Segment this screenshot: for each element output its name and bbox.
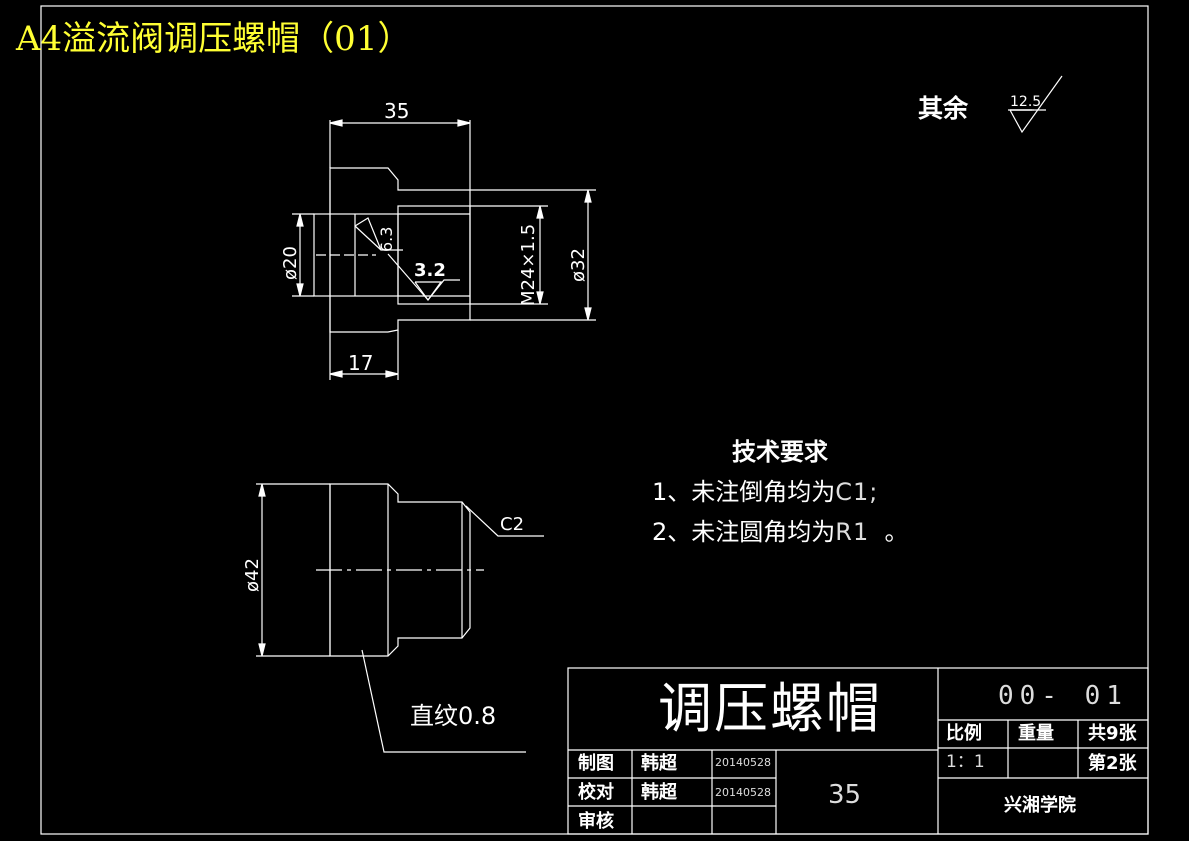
roughness-bore: 6.3	[377, 227, 396, 252]
part-name: 调压螺帽	[658, 677, 882, 740]
checked-by: 韩超	[641, 782, 677, 803]
quantity: 35	[828, 780, 862, 810]
req2-text: 2、未注圆角均为	[652, 518, 836, 546]
school-name: 兴湘学院	[1004, 795, 1076, 816]
scale-value: 1：1	[946, 752, 985, 772]
title-block	[567, 667, 1149, 835]
exterior-view	[256, 483, 544, 753]
req2-value: R1	[835, 518, 870, 546]
dim-thread: M24×1.5	[518, 224, 539, 306]
total-sheets: 共9张	[1088, 723, 1137, 744]
rest-roughness-symbol	[1008, 75, 1063, 134]
weight-label: 重量	[1018, 723, 1054, 744]
roughness-inner: 3.2	[414, 260, 446, 281]
drawing-title: A4溢流阀调压螺帽（01）	[16, 19, 412, 59]
req1-text: 1、未注倒角均为	[652, 478, 836, 506]
scale-label: 比例	[946, 723, 982, 744]
drawn-label: 制图	[578, 753, 614, 774]
dim-bore-dia: ø20	[280, 246, 301, 280]
knurl-note: 直纹0.8	[410, 702, 497, 730]
req1-value: C1;	[835, 478, 879, 506]
roughness-rest: 12.5	[1010, 94, 1041, 110]
dim-outer-dia: ø32	[568, 248, 589, 282]
tech-requirement-1: 1、未注倒角均为C1;	[652, 480, 878, 504]
dim-step-17: 17	[348, 351, 373, 375]
thread-bore	[397, 205, 471, 305]
section-view	[292, 119, 596, 380]
sheet-number: 第2张	[1088, 753, 1137, 774]
dim-length-35: 35	[384, 99, 409, 123]
tech-requirements-heading: 技术要求	[732, 438, 828, 466]
tech-requirement-2: 2、未注圆角均为R1 。	[652, 520, 909, 544]
drawn-by: 韩超	[641, 753, 677, 774]
drawing-code: 00- 01	[998, 681, 1128, 711]
checked-label: 校对	[578, 782, 614, 803]
drawn-date: 20140528	[715, 756, 771, 769]
approved-label: 审核	[578, 811, 614, 832]
dim-chamfer: C2	[500, 514, 524, 535]
sheet-border	[40, 5, 1149, 835]
req2-suffix: 。	[884, 518, 909, 546]
dim-body-dia: ø42	[242, 558, 263, 592]
checked-date: 20140528	[715, 786, 771, 799]
rest-roughness-label: 其余	[918, 94, 969, 123]
